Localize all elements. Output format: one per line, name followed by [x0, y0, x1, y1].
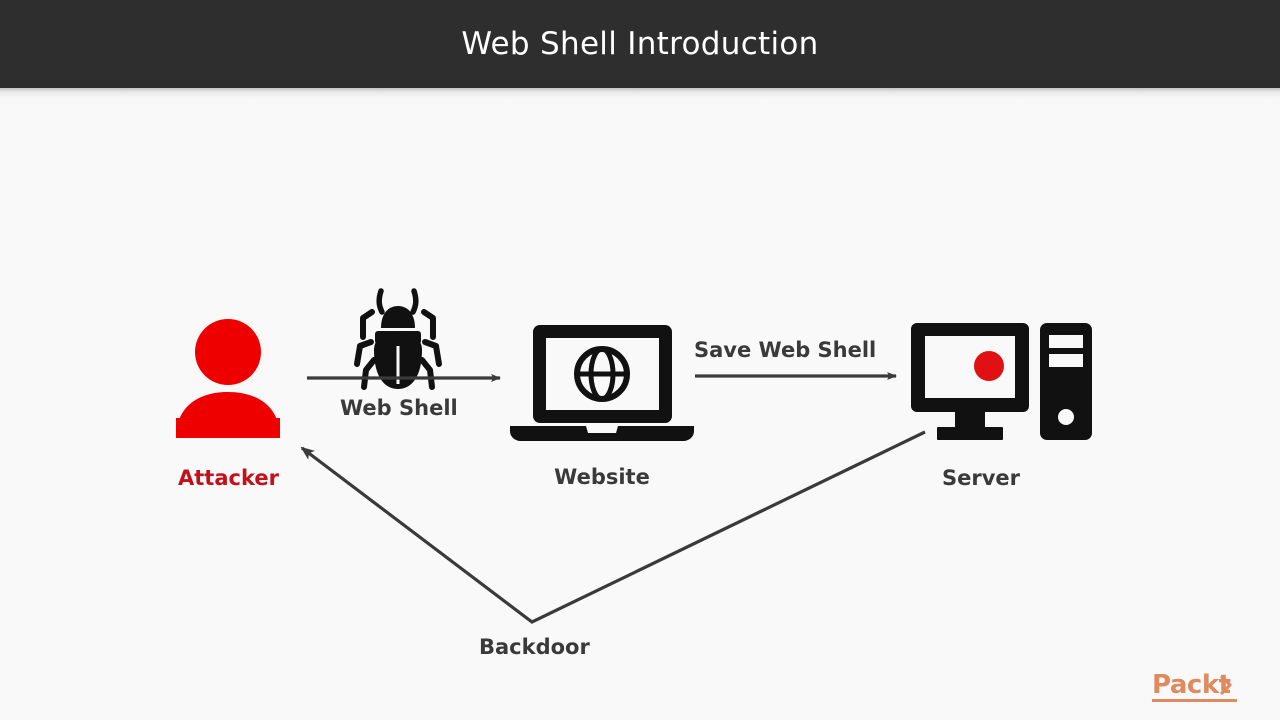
- laptop-globe-icon: [510, 325, 694, 441]
- person-icon: [176, 319, 280, 438]
- node-label-website: Website: [554, 465, 650, 489]
- node-label-server: Server: [941, 466, 1020, 490]
- diagram-area: [0, 88, 1280, 720]
- slide-header-bar: Web Shell Introduction: [0, 0, 1280, 88]
- packt-logo-text: Packt: [1152, 670, 1231, 700]
- packt-logo-chevron-icon: [1220, 675, 1232, 695]
- packt-logo-underline: [1152, 699, 1237, 702]
- edge-label-web-shell: Web Shell: [340, 396, 458, 420]
- node-label-attacker: Attacker: [178, 466, 279, 490]
- desktop-tower-icon: [911, 323, 1092, 440]
- arrow-server-to-attacker-backdoor: [300, 430, 926, 624]
- bug-icon: [354, 288, 442, 390]
- page-title: Web Shell Introduction: [461, 25, 819, 62]
- edge-label-backdoor: Backdoor: [479, 635, 590, 659]
- edge-label-save-web-shell: Save Web Shell: [694, 338, 877, 362]
- packt-logo: Packt: [1152, 668, 1252, 708]
